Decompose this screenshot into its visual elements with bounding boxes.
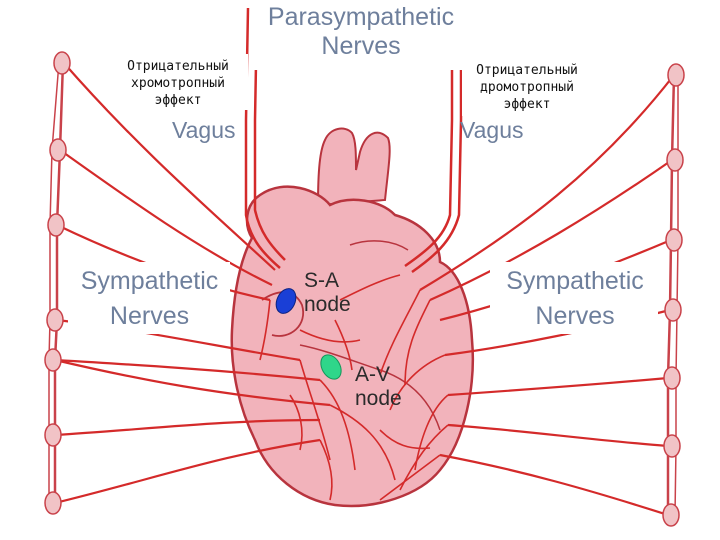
heart [230, 127, 475, 508]
heart-outline [230, 185, 475, 508]
sympathetic-left-line1: Sympathetic [80, 267, 219, 295]
sa-node-line1: S-A [304, 269, 340, 292]
left-sympathetic-fibres [54, 61, 331, 505]
left-annotation-line3: эффект [154, 93, 202, 108]
left-annotation: Отрицательный хромотропный эффект [108, 58, 248, 109]
vagus-left-label: Vagus [172, 117, 236, 143]
right-annotation: Отрицательный дромотропный эффект [462, 62, 592, 113]
parasympathetic-line2: Nerves [321, 32, 401, 61]
right-annotation-bg [462, 58, 592, 116]
right-annotation-line2: дромотропный [480, 80, 574, 95]
av-node-line1: A-V [355, 363, 391, 386]
right-annotation-line3: эффект [503, 97, 551, 112]
left-annotation-line1: Отрицательный [127, 59, 229, 74]
sympathetic-left-label: Sympathetic Nerves [72, 268, 227, 330]
pulmonary-trunk [349, 240, 409, 251]
av-node-marker [320, 354, 342, 380]
av-node-line2: node [355, 387, 402, 411]
right-ganglia [662, 63, 685, 527]
sa-node-marker [275, 288, 297, 314]
left-annotation-bg [108, 54, 248, 110]
sympathetic-right-line2: Nerves [535, 302, 615, 331]
ventricle-groove [299, 344, 441, 431]
title-label-bg [250, 2, 465, 70]
aorta [316, 127, 391, 207]
sympathetic-right-line1: Sympathetic [506, 267, 644, 295]
vagus-right-label: Vagus [460, 117, 524, 143]
parasympathetic-line1: Parasympathetic [267, 3, 455, 31]
parasympathetic-title: Parasympathetic Nerves [256, 4, 466, 60]
av-node-label: A-V node [355, 363, 402, 411]
sympathetic-right-label: Sympathetic Nerves [494, 268, 656, 330]
vagus-nerves [244, 7, 463, 274]
sa-node-label: S-A node [304, 269, 351, 317]
left-annotation-line2: хромотропный [131, 76, 225, 91]
intracardiac-branches [259, 274, 449, 501]
left-ganglia [44, 51, 71, 515]
right-sympathetic-label-bg [490, 262, 658, 334]
left-sympathetic-label-bg [68, 262, 230, 334]
sa-node-line2: node [304, 293, 351, 317]
atrium-fold [261, 291, 305, 337]
right-annotation-line1: Отрицательный [476, 63, 578, 78]
sympathetic-left-line2: Nerves [109, 302, 190, 331]
